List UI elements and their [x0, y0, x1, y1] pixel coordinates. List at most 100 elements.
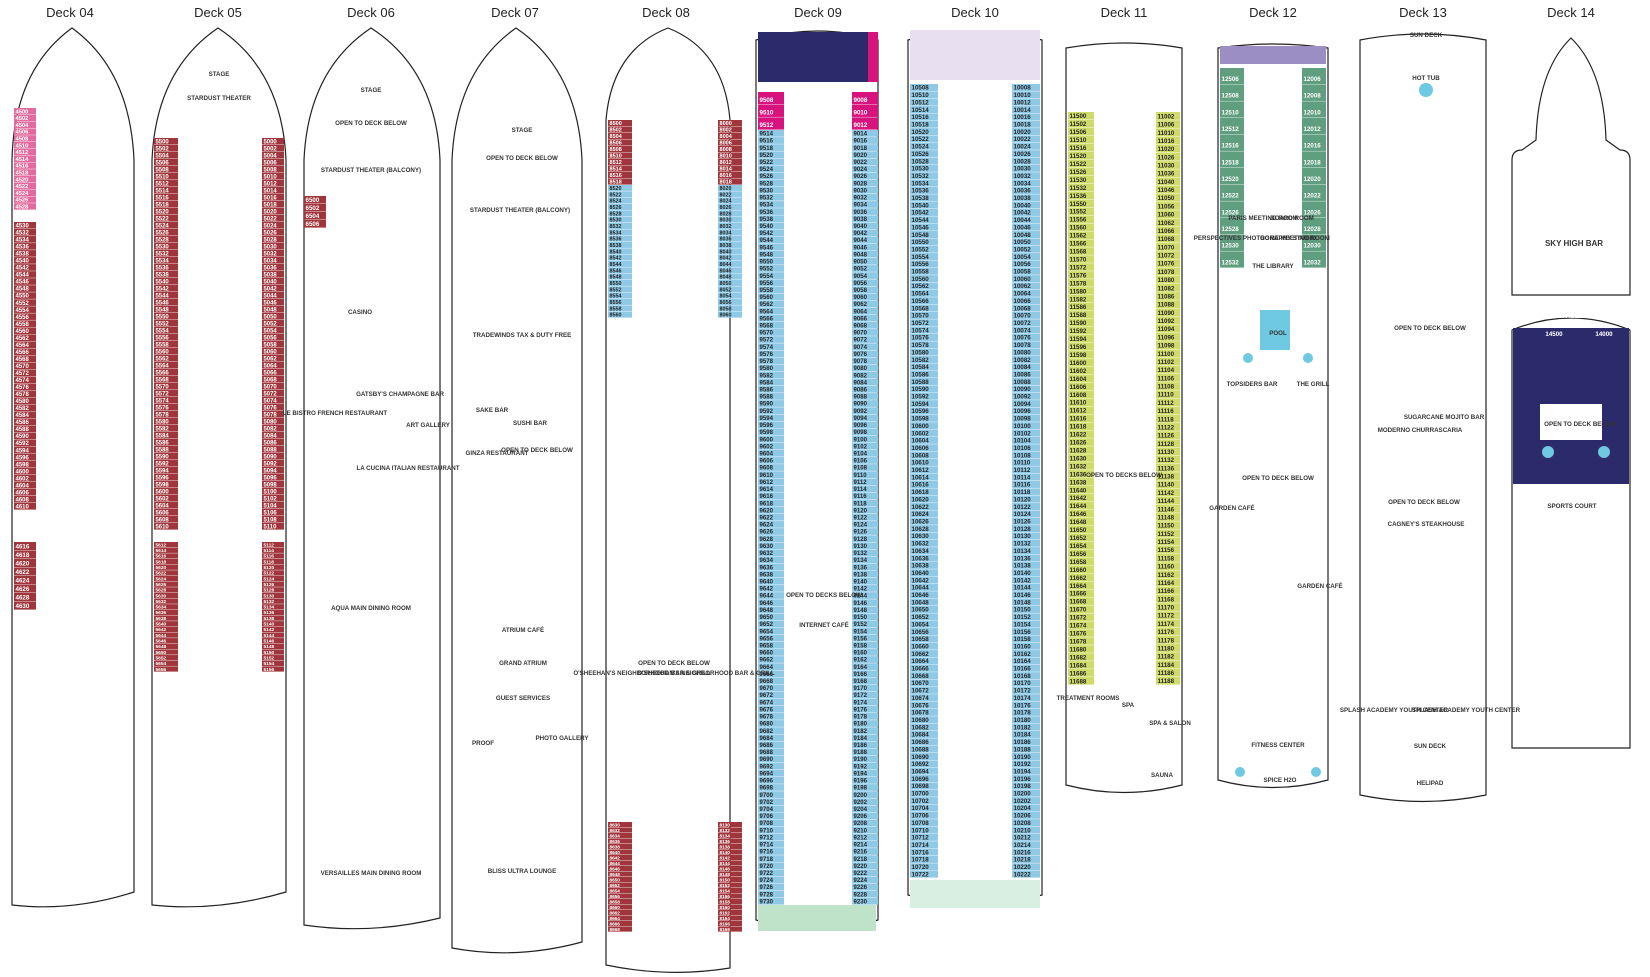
- cabin-number-11188: 11188: [1158, 678, 1175, 685]
- cabin-cell-9018: [852, 144, 878, 151]
- deck13-sun-deck: SUN DECK: [1410, 32, 1443, 39]
- cabin-cell-9532: [758, 193, 784, 201]
- cabin-number-10170: 10170: [1014, 680, 1032, 687]
- deck07-proof: PROOF: [472, 740, 494, 747]
- cabin-number-10166: 10166: [1014, 666, 1032, 673]
- cabin-cell-5088: [262, 446, 284, 453]
- cabin-number-10046: 10046: [1014, 224, 1032, 231]
- cabin-number-11036: 11036: [1158, 171, 1175, 178]
- cabin-number-4592: 4592: [16, 441, 30, 447]
- cabin-cell-9208: [852, 819, 878, 827]
- deck12-hot-tub-port: [1243, 353, 1253, 363]
- cabin-cell-10220: [1012, 863, 1040, 871]
- cabin-number-10042: 10042: [1014, 210, 1032, 217]
- cabin-cell-9576: [758, 350, 784, 358]
- cabin-cell-9612: [758, 478, 784, 486]
- cabin-number-5546: 5546: [156, 300, 170, 306]
- cabin-cell-8130: [718, 822, 742, 828]
- cabin-cell-8652: [608, 882, 632, 888]
- cabin-cell-5584: [154, 432, 178, 439]
- cabin-number-11002: 11002: [1158, 113, 1175, 120]
- deck07-tradewinds: TRADEWINDS TAX & DUTY FREE: [473, 332, 571, 339]
- cabin-cell-10560: [910, 275, 938, 283]
- cabin-number-9508: 9508: [760, 97, 774, 104]
- deck09-open-below: OPEN TO DECKS BELOW: [786, 592, 862, 599]
- cabin-cell-10636: [910, 554, 938, 562]
- cabin-cell-8018: [718, 178, 742, 185]
- cabin-cell-8026: [718, 204, 742, 210]
- cabin-cell-8528: [608, 210, 632, 217]
- cabin-number-9208: 9208: [854, 821, 868, 827]
- cabin-number-5506: 5506: [156, 160, 170, 166]
- cabin-cell-10190: [1012, 753, 1040, 760]
- cabin-cell-11586: [1068, 303, 1094, 311]
- cabin-cell-9034: [852, 201, 878, 208]
- cabin-number-10022: 10022: [1014, 136, 1032, 143]
- cabin-cell-9168: [852, 677, 878, 685]
- cabin-cell-9172: [852, 691, 878, 699]
- cabin-cell-10618: [910, 488, 938, 496]
- cabin-cell-9588: [758, 393, 784, 400]
- cabin-number-9712: 9712: [760, 835, 774, 841]
- cabin-cell-4562: [14, 334, 36, 342]
- cabin-number-9614: 9614: [760, 487, 774, 493]
- cabin-cell-9662: [758, 656, 784, 663]
- cabin-number-11570: 11570: [1070, 256, 1087, 263]
- cabin-cell-9656: [758, 634, 784, 642]
- cabin-number-11566: 11566: [1070, 241, 1087, 248]
- cabin-number-5006: 5006: [264, 160, 278, 166]
- cabin-number-10578: 10578: [912, 342, 930, 349]
- cabin-cell-9590: [758, 400, 784, 407]
- cabin-cell-9028: [852, 179, 878, 187]
- cabin-number-11066: 11066: [1158, 228, 1175, 235]
- cabin-number-10194: 10194: [1014, 768, 1032, 775]
- cabin-number-5620: 5620: [156, 565, 167, 571]
- cabin-cell-4548: [14, 285, 36, 292]
- cabin-number-9180: 9180: [854, 722, 868, 728]
- cabin-cell-9092: [852, 407, 878, 414]
- cabin-cell-9704: [758, 805, 784, 813]
- cabin-cell-9158: [852, 641, 878, 649]
- cabin-number-5096: 5096: [264, 475, 278, 481]
- cabin-number-9028: 9028: [854, 181, 868, 187]
- cabin-cell-10090: [1012, 385, 1040, 393]
- cabin-cell-5150: [262, 649, 284, 655]
- cabin-number-5036: 5036: [264, 265, 278, 271]
- deck06-art-gallery: ART GALLERY: [406, 422, 451, 429]
- cabin-number-10686: 10686: [912, 739, 930, 746]
- cabin-cell-5012: [262, 180, 284, 187]
- cabin-number-5090: 5090: [264, 454, 278, 460]
- cabin-cell-8538: [608, 242, 632, 248]
- cabin-cell-8136: [718, 838, 742, 844]
- cabin-number-10038: 10038: [1014, 195, 1032, 202]
- cabin-cell-5524: [154, 222, 178, 229]
- cabin-number-12012: 12012: [1304, 126, 1322, 133]
- cabin-cell-5090: [262, 453, 284, 460]
- cabin-cell-11628: [1068, 446, 1094, 454]
- cabin-cell-10524: [910, 142, 938, 150]
- cabin-cell-11502: [1068, 119, 1094, 128]
- cabin-number-8656: 8656: [610, 894, 621, 899]
- cabin-cell-10078: [1012, 341, 1040, 349]
- cabin-number-5514: 5514: [156, 188, 170, 194]
- cabin-number-11686: 11686: [1070, 670, 1087, 677]
- deck06-gatsbys: GATSBY'S CHAMPAGNE BAR: [356, 391, 444, 398]
- cabin-cell-9066: [852, 314, 878, 322]
- cabin-number-12520: 12520: [1222, 176, 1240, 183]
- cabin-cell-10018: [1012, 120, 1040, 128]
- cabin-number-9156: 9156: [854, 636, 868, 642]
- cabin-cell-11532: [1068, 183, 1094, 192]
- cabin-number-6504: 6504: [306, 213, 320, 220]
- cabin-number-9678: 9678: [760, 715, 774, 721]
- cabin-number-10536: 10536: [912, 188, 930, 195]
- cabin-number-9196: 9196: [854, 779, 868, 785]
- cabin-number-8548: 8548: [610, 275, 622, 281]
- cabin-cell-11676: [1068, 629, 1094, 637]
- cabin-number-11140: 11140: [1158, 482, 1175, 489]
- cabin-number-5084: 5084: [264, 433, 278, 439]
- cabin-cell-4602: [14, 474, 36, 482]
- cabin-cell-12006: [1302, 68, 1326, 85]
- cabin-cell-10206: [1012, 811, 1040, 819]
- cabin-number-8552: 8552: [610, 287, 622, 293]
- cabin-cell-11070: [1156, 242, 1180, 251]
